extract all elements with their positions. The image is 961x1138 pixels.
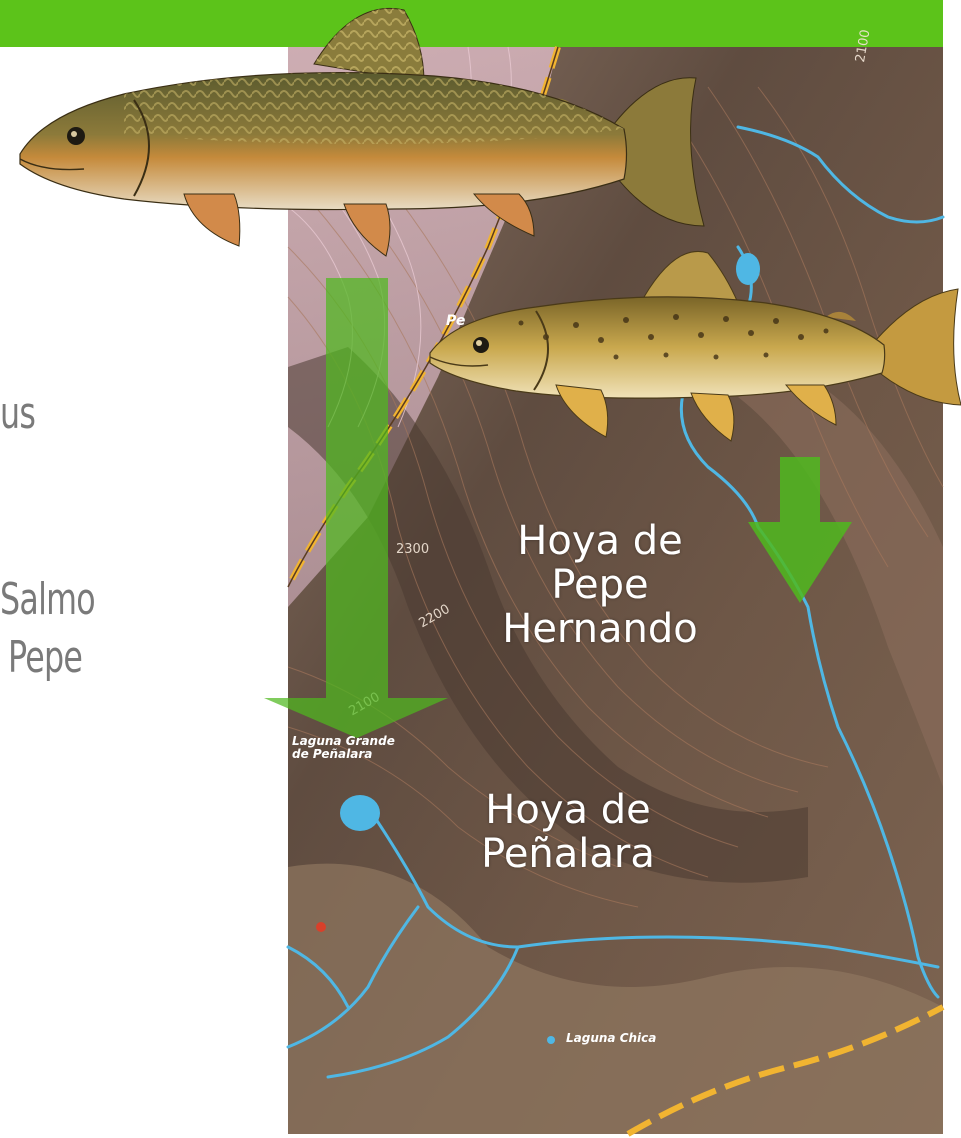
label-laguna-grande: Laguna Grande de Peñalara — [292, 734, 395, 761]
left-text-line-1: us — [0, 388, 36, 439]
left-text-line-3: Pepe — [8, 632, 83, 683]
header-bar — [0, 0, 943, 47]
laguna-chica-lake — [547, 1036, 555, 1044]
label-hoya-penalara: Hoya de Peñalara — [481, 787, 655, 877]
contour-label-2300: 2300 — [396, 542, 430, 557]
down-arrow-icon — [264, 278, 448, 738]
trail-label: Pe — [446, 313, 466, 329]
laguna-grande-lake — [340, 795, 380, 831]
label-hoya-pepe-hernando: Hoya de Pepe Hernando — [502, 518, 698, 652]
left-text-line-2: Salmo — [0, 574, 96, 625]
brook-trout-icon — [19, 8, 705, 257]
label-laguna-chica: Laguna Chica — [566, 1031, 657, 1045]
down-arrow-icon — [748, 457, 852, 603]
brown-trout-icon — [429, 251, 961, 442]
